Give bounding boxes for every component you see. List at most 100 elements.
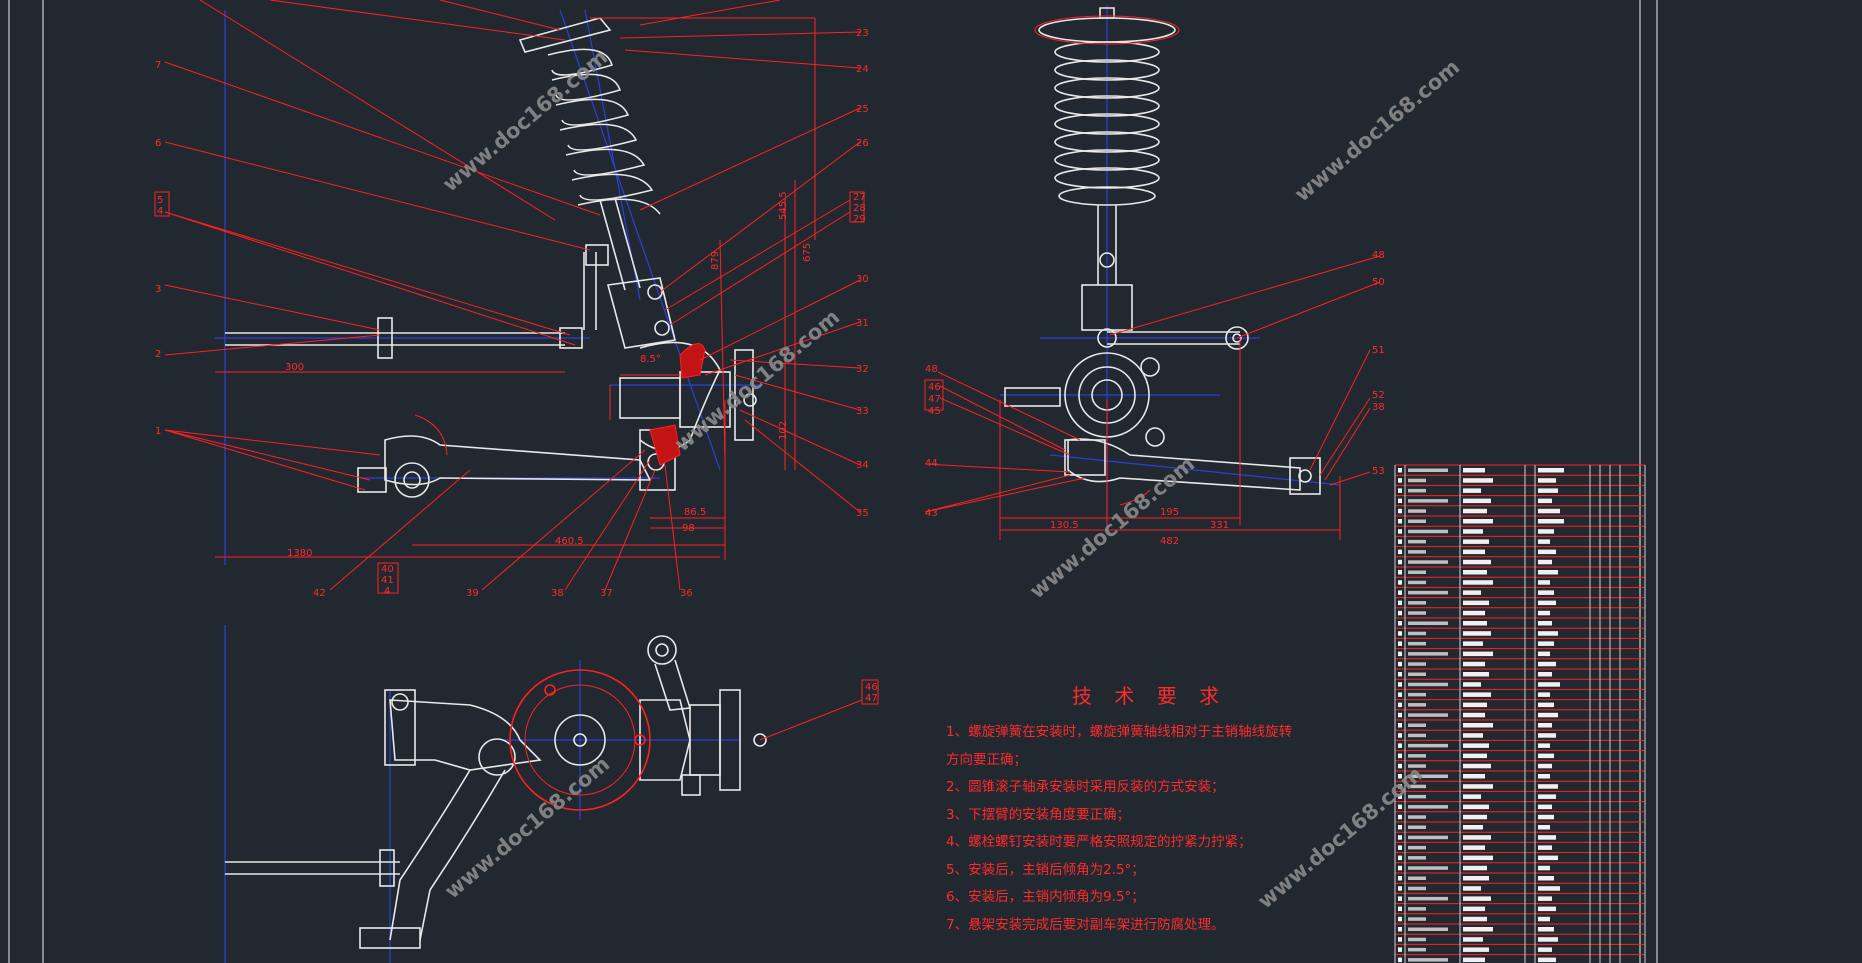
- table-index-mark: [1398, 753, 1402, 759]
- table-index-mark: [1398, 539, 1402, 544]
- table-cell-mark: [1538, 692, 1550, 697]
- table-cell-mark: [1538, 702, 1554, 708]
- table-cell-mark: [1538, 498, 1552, 504]
- table-cell-mark: [1463, 927, 1493, 932]
- table-cell-mark: [1538, 916, 1550, 922]
- table-index-mark: [1398, 692, 1402, 697]
- table-code-mark: [1408, 601, 1426, 605]
- table-code-mark: [1408, 478, 1426, 483]
- dim-300: 300: [285, 362, 304, 373]
- table-index-mark: [1398, 672, 1402, 677]
- table-cell-mark: [1538, 672, 1552, 677]
- table-index-mark: [1398, 508, 1402, 514]
- table-cell-mark: [1463, 539, 1489, 544]
- table-cell-mark: [1538, 876, 1554, 881]
- table-cell-mark: [1538, 580, 1550, 585]
- dim-545: 545.5: [778, 191, 789, 220]
- requirements-title: 技 术 要 求: [1072, 684, 1228, 708]
- plan-outline: [225, 635, 767, 949]
- table-cell-mark: [1463, 498, 1491, 504]
- side-leader-lines: [924, 255, 1381, 513]
- table-cell-mark: [1463, 743, 1489, 748]
- table-cell-mark: [1463, 672, 1489, 677]
- table-cell-mark: [1463, 937, 1483, 942]
- table-cell-mark: [1463, 774, 1485, 779]
- callout-35: 35: [856, 508, 869, 519]
- sheet-frame: [8, 0, 1658, 963]
- table-index-mark: [1398, 559, 1402, 565]
- table-cell-mark: [1463, 549, 1485, 555]
- table-index-mark: [1398, 763, 1402, 769]
- table-cell-mark: [1538, 610, 1550, 616]
- table-index-mark: [1398, 916, 1402, 922]
- table-cell-mark: [1538, 570, 1558, 575]
- table-cell-mark: [1538, 774, 1550, 779]
- table-code-mark: [1408, 539, 1426, 544]
- table-cell-mark: [1463, 661, 1485, 667]
- table-cell-mark: [1463, 712, 1485, 718]
- label-boxes-front: [154, 191, 865, 594]
- table-cell-mark: [1463, 519, 1493, 524]
- callout-43: 43: [925, 508, 938, 519]
- table-cell-mark: [1463, 641, 1483, 646]
- table-cell-mark: [1538, 600, 1556, 606]
- table-cell-mark: [1463, 753, 1487, 759]
- table-code-mark: [1408, 784, 1426, 789]
- requirement-line-7: 7、悬架安装完成后要对副车架进行防腐处理。: [946, 916, 1225, 933]
- callout-40: 40: [381, 564, 394, 575]
- table-cell-mark: [1538, 855, 1558, 861]
- table-cell-mark: [1538, 723, 1552, 728]
- table-cell-mark: [1538, 906, 1556, 912]
- table-cell-mark: [1463, 488, 1481, 493]
- table-code-mark: [1408, 499, 1448, 503]
- table-cell-mark: [1463, 631, 1491, 636]
- callout-27: 27: [853, 192, 866, 203]
- table-code-mark: [1408, 641, 1426, 646]
- table-code-mark: [1408, 468, 1448, 472]
- table-code-mark: [1408, 743, 1448, 748]
- table-cell-mark: [1538, 641, 1554, 646]
- table-cell-mark: [1538, 590, 1554, 595]
- table-index-mark: [1398, 927, 1402, 932]
- table-cell-mark: [1538, 682, 1560, 687]
- table-code-mark: [1408, 917, 1426, 921]
- stabilizer-bar: [225, 244, 609, 359]
- table-index-mark: [1398, 661, 1402, 667]
- table-cell-mark: [1538, 488, 1558, 493]
- table-cell-mark: [1463, 804, 1489, 810]
- requirement-line-2: 2、圆锥滚子轴承安装时采用反装的方式安装；: [946, 779, 1225, 795]
- requirement-line-3: 3、下摆臂的安装角度要正确；: [946, 806, 1131, 823]
- table-index-mark: [1398, 825, 1402, 830]
- table-code-mark: [1408, 835, 1448, 840]
- dim-195: 195: [1160, 507, 1179, 518]
- callout-4b: 4: [384, 586, 390, 597]
- requirement-line-1: 1、螺旋弹簧在安装时，螺旋弹簧轴线相对于主销轴线旋转: [946, 724, 1293, 740]
- callout-51: 51: [1372, 345, 1385, 356]
- table-cell-mark: [1463, 947, 1489, 952]
- callout-34: 34: [856, 460, 869, 471]
- table-index-mark: [1398, 519, 1402, 524]
- plan-view: 46 47: [224, 625, 879, 963]
- table-code-mark: [1408, 580, 1426, 585]
- callout-6: 6: [155, 138, 161, 149]
- callout-42: 42: [313, 588, 326, 599]
- table-index-mark: [1398, 631, 1402, 636]
- table-cell-mark: [1463, 692, 1491, 697]
- table-cell-mark: [1463, 559, 1491, 565]
- table-code-mark: [1408, 529, 1448, 534]
- callout-29: 29: [853, 214, 866, 225]
- table-code-mark: [1408, 794, 1426, 799]
- callout-45: 45: [928, 406, 941, 417]
- table-cell-mark: [1463, 478, 1493, 483]
- table-cell-mark: [1463, 825, 1483, 830]
- table-cell-mark: [1538, 784, 1558, 789]
- callout-33: 33: [856, 406, 869, 417]
- callout-48b: 48: [925, 364, 938, 375]
- technical-requirements: 技 术 要 求 1、螺旋弹簧在安装时，螺旋弹簧轴线相对于主销轴线旋转 方向要正确…: [946, 680, 1336, 939]
- front-dimensions: [215, 17, 816, 560]
- table-code-mark: [1408, 570, 1426, 574]
- table-index-mark: [1398, 529, 1402, 534]
- table-cell-mark: [1463, 508, 1487, 514]
- table-cell-mark: [1538, 896, 1552, 901]
- callout-3: 3: [155, 284, 161, 295]
